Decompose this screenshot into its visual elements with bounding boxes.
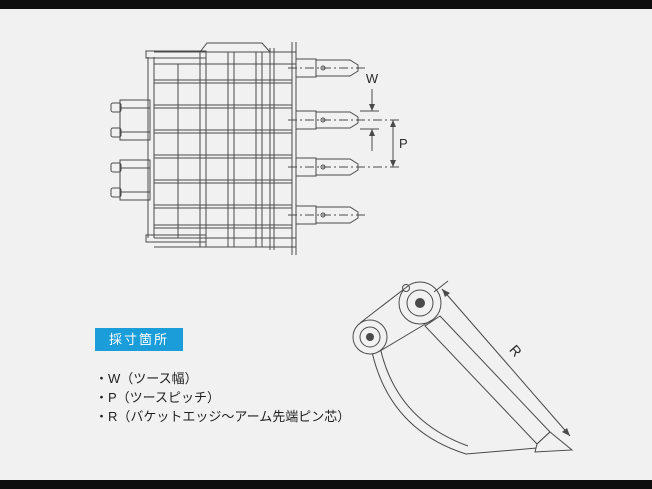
dimension-p: P (390, 120, 408, 167)
dimension-label-p: P (399, 136, 408, 151)
bucket-side-view-drawing: R (352, 280, 574, 455)
bottom-border-bar (0, 480, 652, 489)
legend-item-r: ・R（バケットエッジ〜アーム先端ピン芯） (95, 409, 351, 424)
bucket-side-plate (424, 315, 551, 445)
mounting-bracket (110, 50, 207, 243)
bucket-teeth (288, 58, 400, 225)
legend-item-w: ・W（ツース幅） (95, 371, 198, 386)
dimension-r: R (433, 280, 571, 437)
dimension-w: W (360, 71, 379, 151)
top-border-bar (0, 0, 652, 9)
dimension-label-w: W (366, 71, 379, 86)
bucket-front-view-drawing: W P (110, 42, 408, 255)
legend-item-p: ・P（ツースピッチ） (95, 390, 221, 405)
dimension-label-r: R (506, 342, 525, 360)
edge-tooth (534, 431, 574, 453)
measurement-points-label: 採寸箇所 (95, 328, 184, 351)
arm-pin-bosses (352, 281, 442, 355)
legend: ・W（ツース幅） ・P（ツースピッチ） ・R（バケットエッジ〜アーム先端ピン芯） (95, 369, 350, 426)
skeleton-grid (154, 42, 297, 255)
bucket-shell (371, 346, 538, 455)
